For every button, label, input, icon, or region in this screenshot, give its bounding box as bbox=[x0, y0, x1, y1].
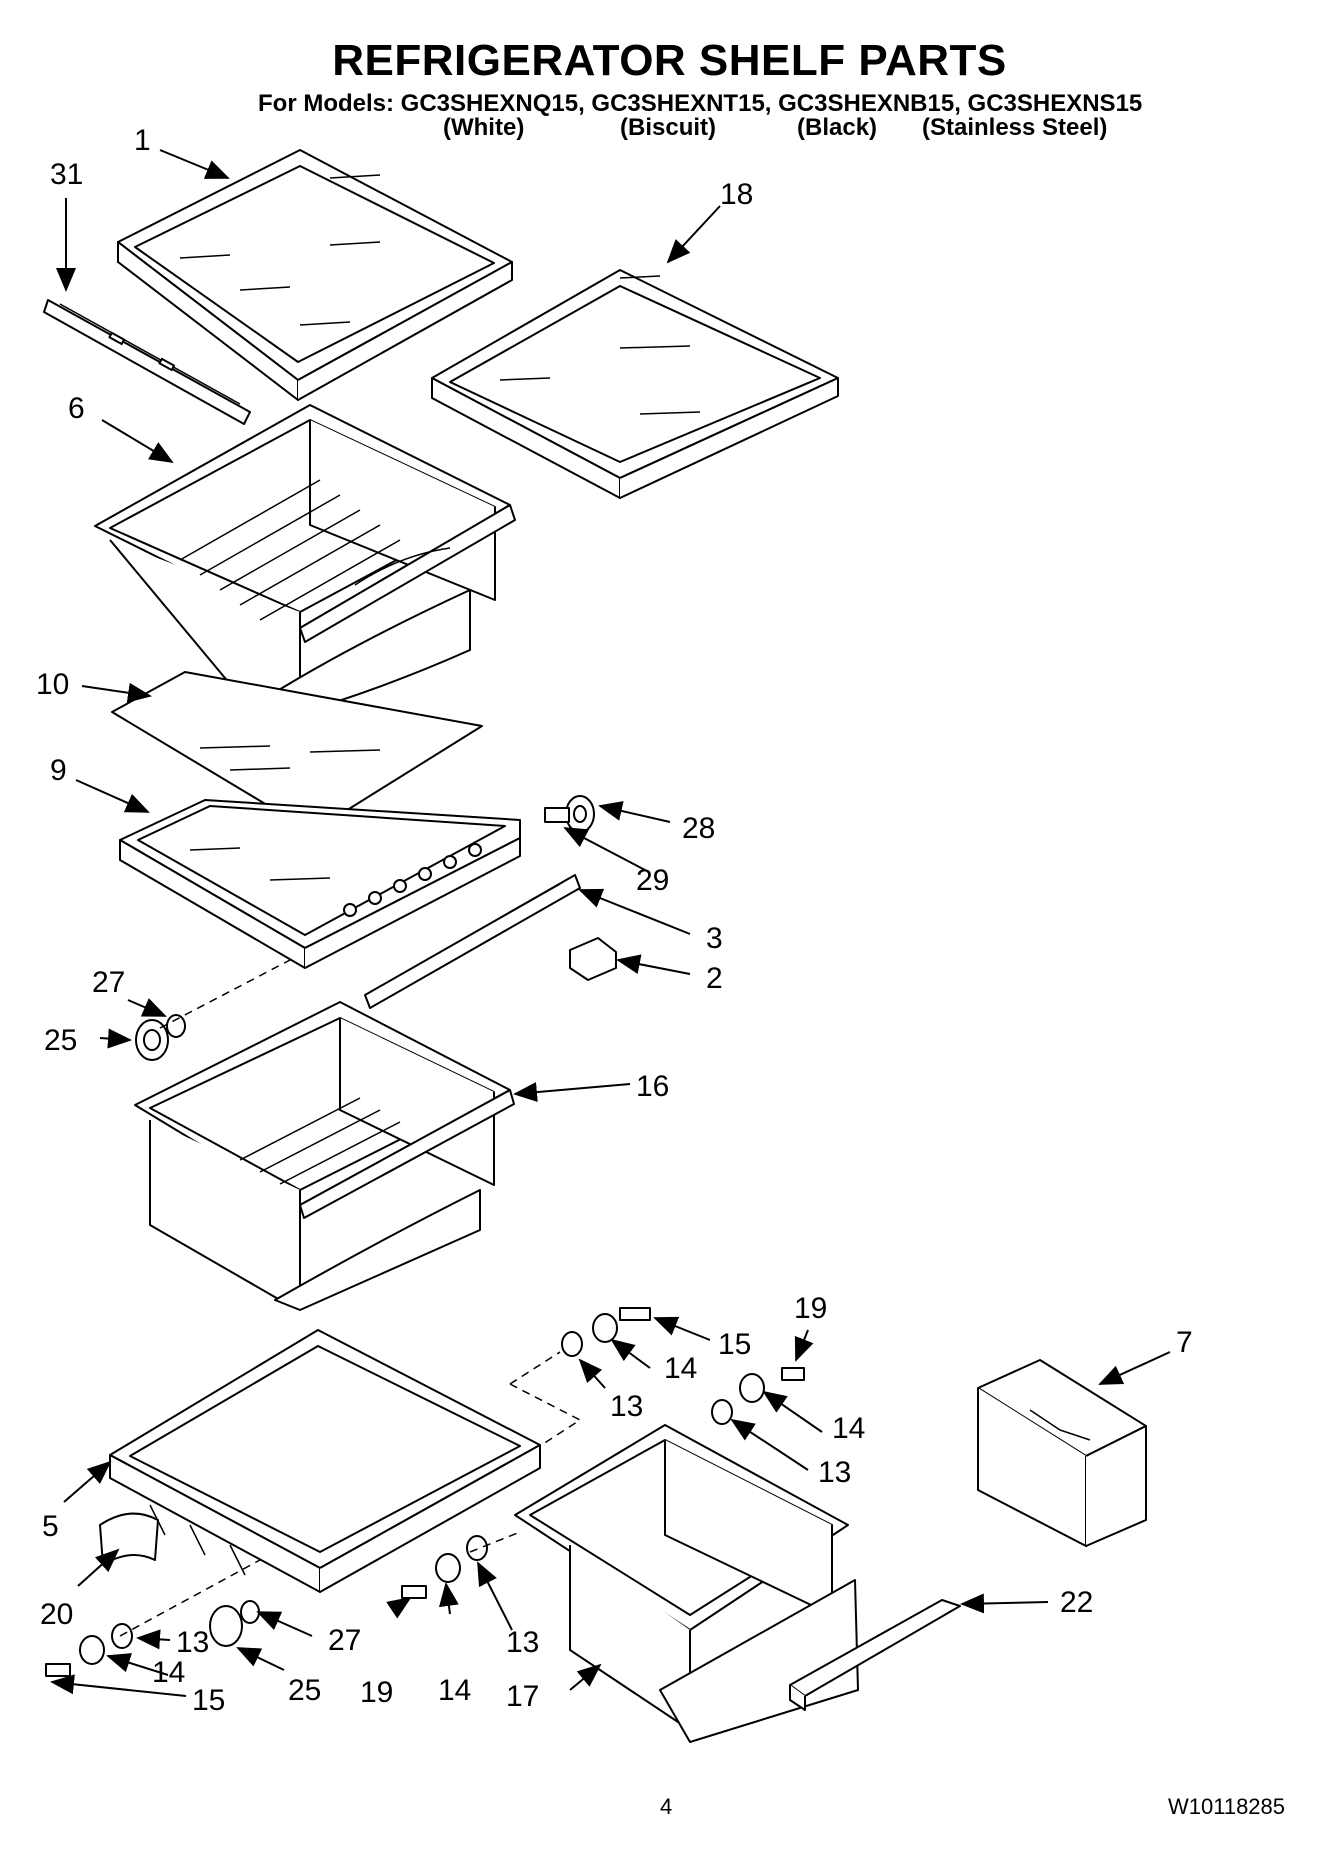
callout-27-upper: 27 bbox=[92, 966, 125, 999]
callout-13-right: 13 bbox=[818, 1456, 851, 1489]
glass-panel-part-10 bbox=[111, 671, 483, 833]
callout-22: 22 bbox=[1060, 1586, 1093, 1619]
callout-13-lowmid: 13 bbox=[506, 1626, 539, 1659]
callout-31: 31 bbox=[50, 158, 83, 191]
shelf-glass-part-1 bbox=[117, 149, 513, 401]
color-biscuit: (Biscuit) bbox=[620, 114, 716, 141]
rail-part-3 bbox=[364, 874, 581, 1009]
callout-7: 7 bbox=[1176, 1326, 1193, 1359]
callout-27-lower: 27 bbox=[328, 1624, 361, 1657]
callout-13-lowleft: 13 bbox=[176, 1626, 209, 1659]
callout-19-lower: 19 bbox=[360, 1676, 393, 1709]
callout-5: 5 bbox=[42, 1510, 59, 1543]
bottom-shelf-frame-part-5 bbox=[109, 1329, 541, 1593]
color-black: (Black) bbox=[797, 114, 878, 141]
hub-part-27-upper bbox=[166, 1014, 186, 1038]
callout-13-upper: 13 bbox=[610, 1390, 643, 1423]
callout-15-upper: 15 bbox=[718, 1328, 751, 1361]
wheel-part-25-upper bbox=[135, 1019, 169, 1061]
callout-29: 29 bbox=[636, 864, 669, 897]
callout-19-upper: 19 bbox=[794, 1292, 827, 1325]
callout-1: 1 bbox=[134, 124, 151, 157]
callout-3: 3 bbox=[706, 922, 723, 955]
callout-25-upper: 25 bbox=[44, 1024, 77, 1057]
color-white: (White) bbox=[443, 114, 525, 141]
callout-10: 10 bbox=[36, 668, 69, 701]
rear-rail-part-31 bbox=[43, 299, 251, 425]
drawer-handle-part-22 bbox=[789, 1599, 961, 1711]
callout-20: 20 bbox=[40, 1598, 73, 1631]
callout-14-lowmid: 14 bbox=[438, 1674, 471, 1707]
crisper-cover-part-9 bbox=[119, 799, 521, 969]
callout-9: 9 bbox=[50, 754, 67, 787]
callout-14-upper: 14 bbox=[664, 1352, 697, 1385]
callout-15-lowleft: 15 bbox=[192, 1684, 225, 1717]
leader-arrows bbox=[50, 149, 1171, 1697]
callout-14-lowleft: 14 bbox=[152, 1656, 185, 1689]
crisper-drawer-part-6 bbox=[94, 404, 516, 729]
callout-14-right: 14 bbox=[832, 1412, 865, 1445]
page-title: REFRIGERATOR SHELF PARTS bbox=[332, 36, 1007, 85]
roller-part-28 bbox=[565, 795, 595, 833]
callout-18: 18 bbox=[720, 178, 753, 211]
fasteners bbox=[45, 1307, 805, 1677]
callout-25-lower: 25 bbox=[288, 1674, 321, 1707]
alignment-lines bbox=[119, 959, 582, 1637]
clip-part-2 bbox=[569, 937, 617, 981]
shelf-glass-part-18 bbox=[431, 269, 839, 499]
callout-2: 2 bbox=[706, 962, 723, 995]
small-bin-part-7 bbox=[977, 1359, 1147, 1547]
models-line: For Models: GC3SHEXNQ15, GC3SHEXNT15, GC… bbox=[258, 90, 1143, 117]
document-number: W10118285 bbox=[1168, 1794, 1286, 1819]
callout-6: 6 bbox=[68, 392, 85, 425]
crisper-drawer-part-16 bbox=[134, 1001, 515, 1311]
color-stainless: (Stainless Steel) bbox=[922, 114, 1108, 141]
page-number: 4 bbox=[660, 1794, 673, 1819]
callout-17: 17 bbox=[506, 1680, 539, 1713]
axle-part-29 bbox=[544, 807, 570, 823]
callout-16: 16 bbox=[636, 1070, 669, 1103]
pan-drawer-part-17 bbox=[514, 1424, 859, 1743]
callout-28: 28 bbox=[682, 812, 715, 845]
